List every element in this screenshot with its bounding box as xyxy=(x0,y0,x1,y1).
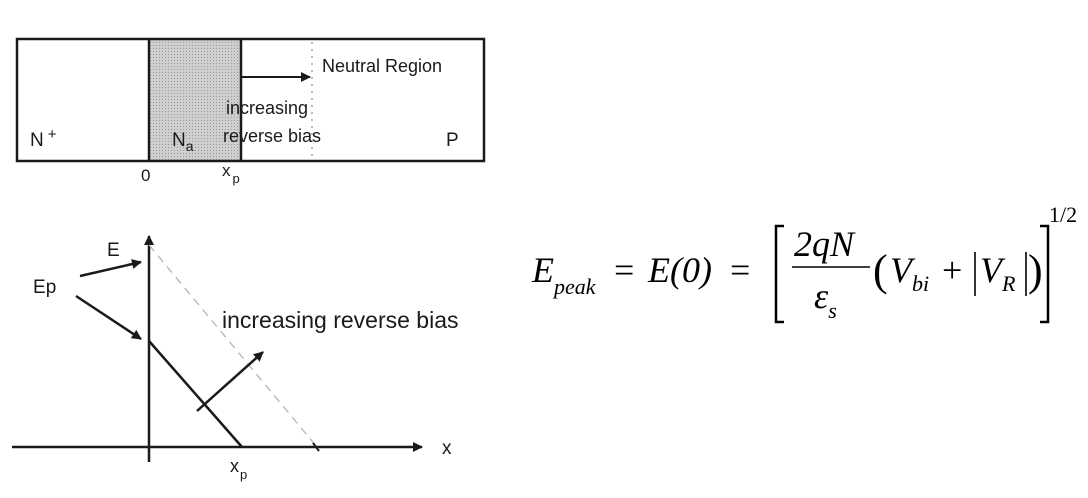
eq-numerator: 2qN xyxy=(794,224,856,264)
depletion-region xyxy=(149,39,241,161)
axis-x-label: x xyxy=(442,438,452,459)
eq-plus: + xyxy=(942,250,962,290)
eq-rparen: ) xyxy=(1028,246,1043,295)
eq-equals-2: = xyxy=(730,250,750,290)
bottom-xp-label: xp xyxy=(230,456,247,482)
increasing-reverse-bias-label: increasing reverse bias xyxy=(222,307,459,333)
eq-lhs: Epeak xyxy=(531,250,597,299)
neutral-region-label: Neutral Region xyxy=(322,56,442,76)
p-region-label: P xyxy=(446,130,459,151)
tick-zero-label: 0 xyxy=(141,166,150,185)
left-bracket xyxy=(774,224,784,324)
eq-mid: E(0) xyxy=(647,250,712,290)
ep-label: Ep xyxy=(33,277,56,298)
e-pointer-arrow xyxy=(79,259,142,278)
eq-lparen: ( xyxy=(873,246,888,295)
peak-field-equation: Epeak = E(0) = 2qN εs ( Vbi + VR ) 1/2 xyxy=(531,202,1077,324)
na-label: Na xyxy=(172,130,194,154)
eq-vr: VR xyxy=(980,250,1016,296)
increasing-bias-arrow xyxy=(196,351,264,412)
right-bracket xyxy=(1040,224,1050,324)
bottom-diagram: E Ep increasing reverse bias x xp xyxy=(12,235,459,482)
increasing-label-line2: reverse bias xyxy=(223,126,321,146)
field-line xyxy=(148,340,243,448)
eq-equals-1: = xyxy=(614,250,634,290)
top-diagram: N+ Na P Neutral Region increasing revers… xyxy=(15,37,486,186)
ep-pointer-arrow xyxy=(75,294,142,341)
axis-e-label: E xyxy=(107,240,120,261)
increasing-label-line1: increasing xyxy=(226,98,308,118)
n-plus-label: N+ xyxy=(30,126,57,151)
dashed-field-line xyxy=(148,244,318,448)
device-outline xyxy=(15,37,486,163)
eq-vbi: Vbi xyxy=(890,250,929,296)
tick-xp-end xyxy=(312,442,320,452)
eq-exponent: 1/2 xyxy=(1049,202,1077,227)
eq-denominator: εs xyxy=(814,276,837,323)
